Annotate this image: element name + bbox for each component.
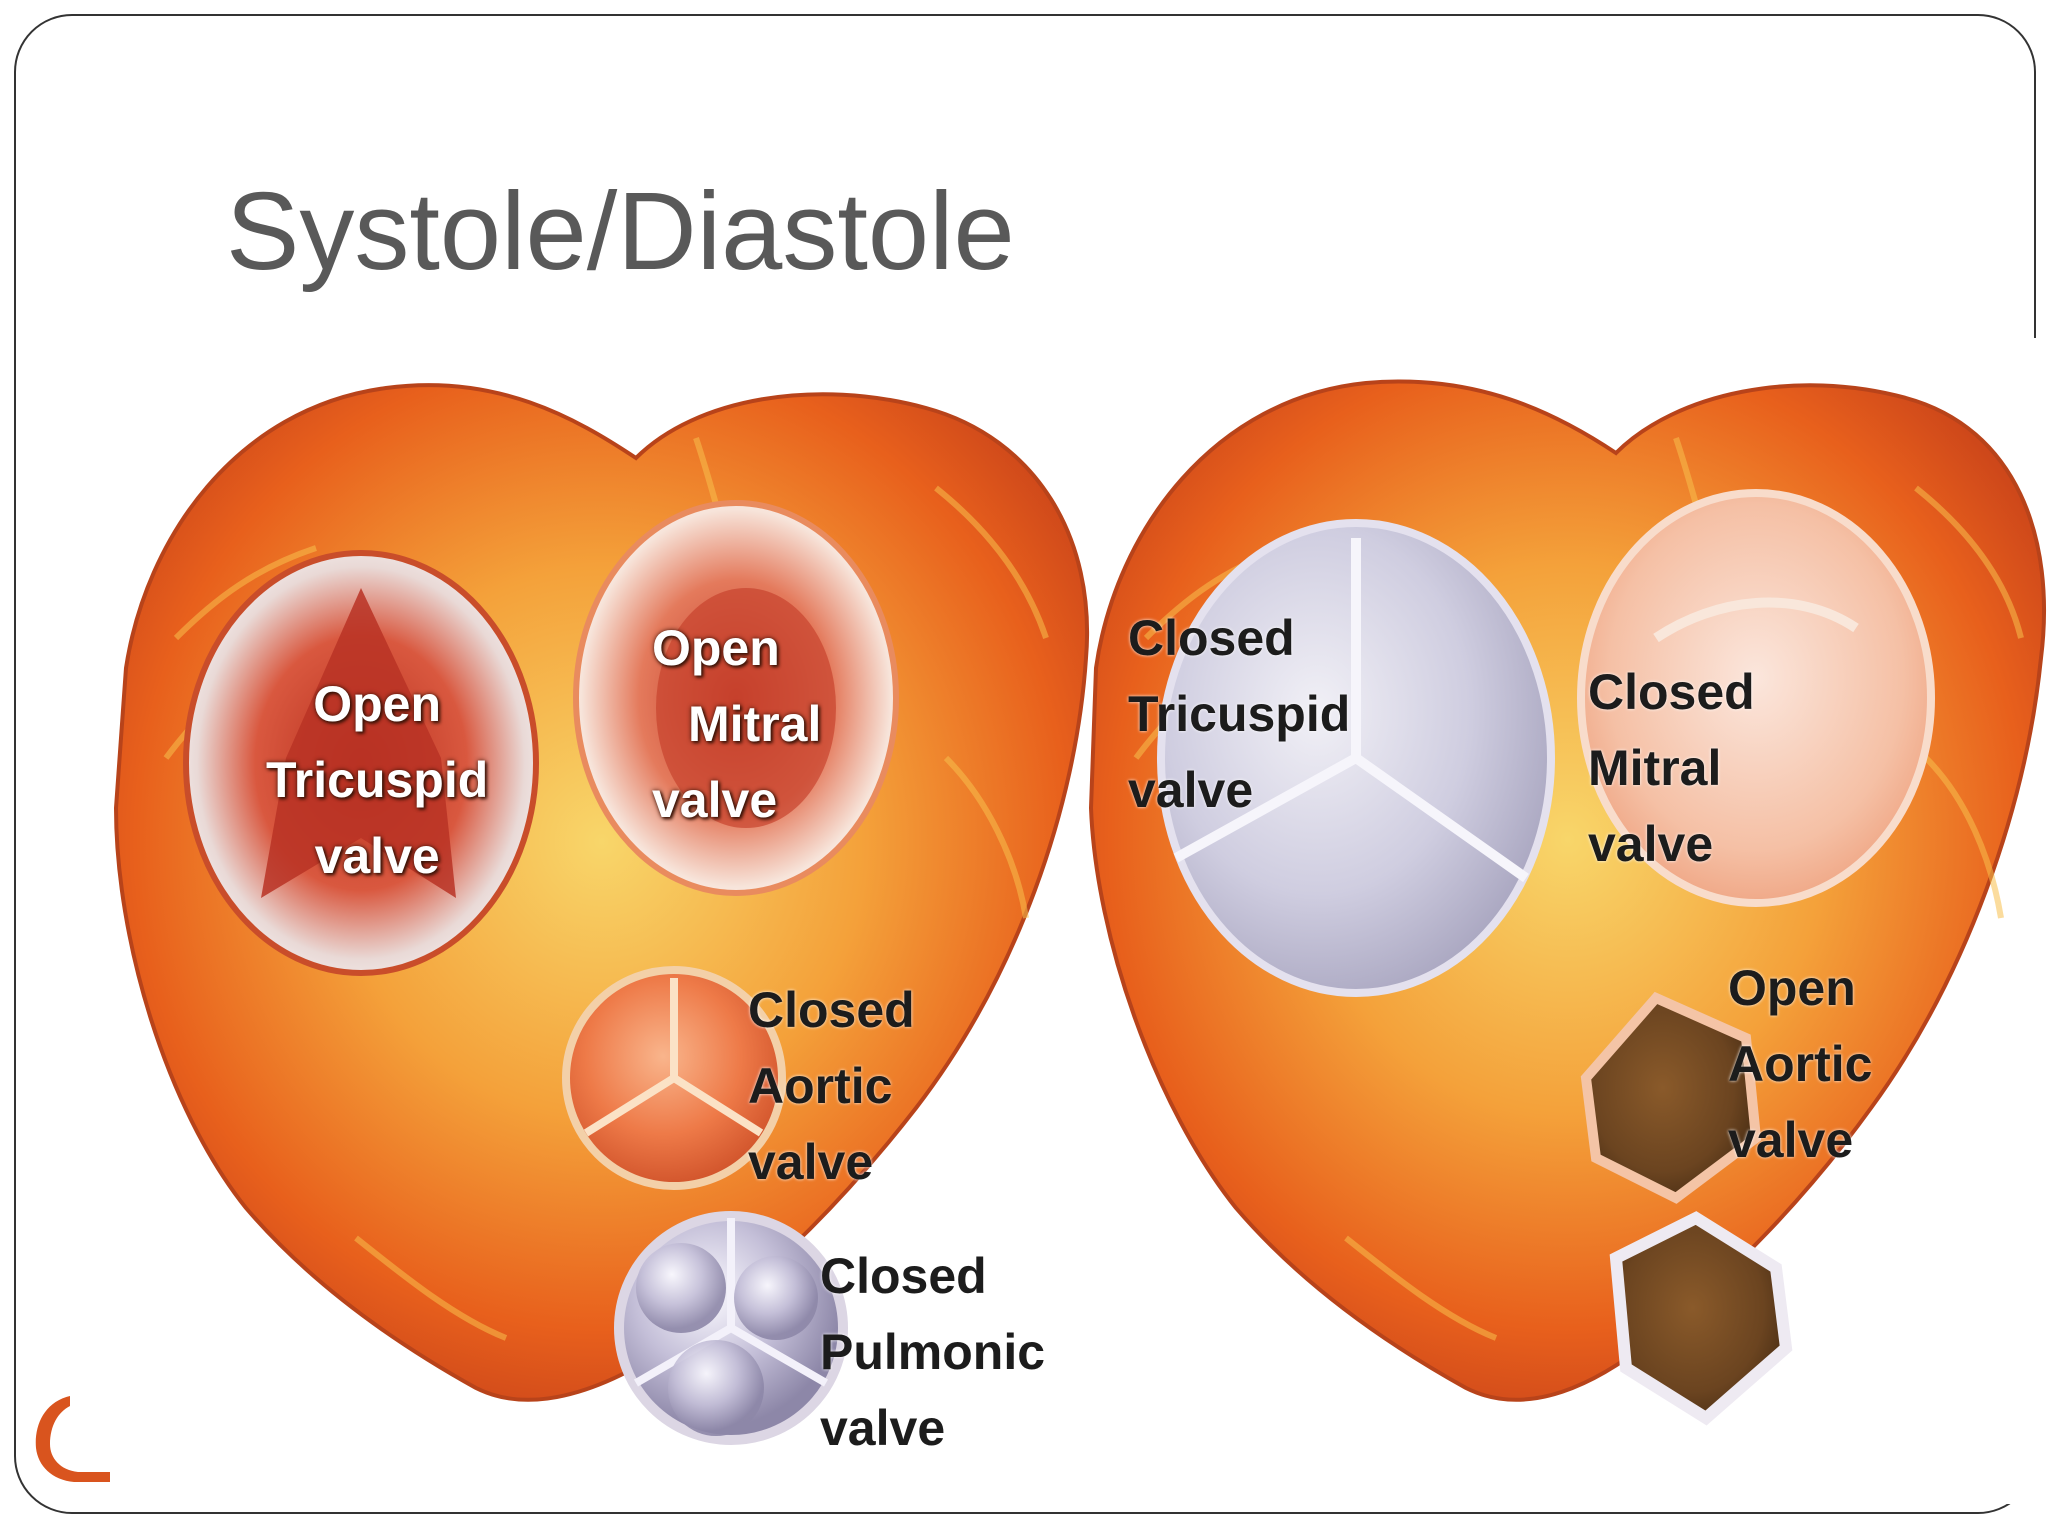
- label-line: valve: [1588, 816, 1714, 872]
- label-open-tricuspid-valve: Open Tricuspid valve: [266, 666, 488, 894]
- corner-accent-icon: [35, 1396, 110, 1482]
- label-open-mitral-valve: Open Mitral valve: [652, 610, 821, 838]
- label-line: valve: [1128, 762, 1254, 818]
- label-line: Closed: [820, 1248, 987, 1304]
- label-line: Open: [313, 676, 442, 732]
- right-heart: [1088, 379, 2046, 1426]
- label-line: Open: [652, 620, 780, 676]
- label-closed-pulmonic-valve: Closed Pulmonic valve: [820, 1238, 1045, 1466]
- label-open-aortic-valve: Open Aortic valve: [1728, 950, 1872, 1178]
- label-closed-tricuspid-valve: Closed Tricuspid valve: [1128, 600, 1350, 828]
- heart-valves-illustration: [113, 379, 2046, 1445]
- label-closed-aortic-valve: Closed Aortic valve: [748, 972, 915, 1200]
- label-line: Tricuspid: [1128, 686, 1351, 742]
- left-heart: [113, 383, 1090, 1445]
- label-line: valve: [314, 828, 440, 884]
- label-line: Mitral: [1588, 740, 1722, 796]
- label-line: Closed: [1128, 610, 1295, 666]
- label-closed-mitral-valve: Closed Mitral valve: [1588, 654, 1755, 882]
- label-line: valve: [652, 772, 778, 828]
- label-line: Tricuspid: [266, 752, 489, 808]
- label-line: Closed: [748, 982, 915, 1038]
- slide-title: Systole/Diastole: [226, 170, 1015, 293]
- right-aortic-valve: [1580, 991, 1762, 1204]
- label-line: valve: [748, 1134, 874, 1190]
- right-pulmonic-valve: [1609, 1211, 1793, 1426]
- label-line: Mitral: [688, 696, 822, 752]
- label-line: Aortic: [748, 1058, 893, 1114]
- label-line: valve: [820, 1400, 946, 1456]
- heart-valves-diagram: Open Tricuspid valve Open Mitral valve C…: [56, 338, 2048, 1504]
- label-line: valve: [1728, 1112, 1854, 1168]
- label-line: Pulmonic: [820, 1324, 1046, 1380]
- label-line: Aortic: [1728, 1036, 1873, 1092]
- label-line: Closed: [1588, 664, 1755, 720]
- right-mitral-valve: [1577, 489, 1935, 907]
- label-line: Open: [1728, 960, 1856, 1016]
